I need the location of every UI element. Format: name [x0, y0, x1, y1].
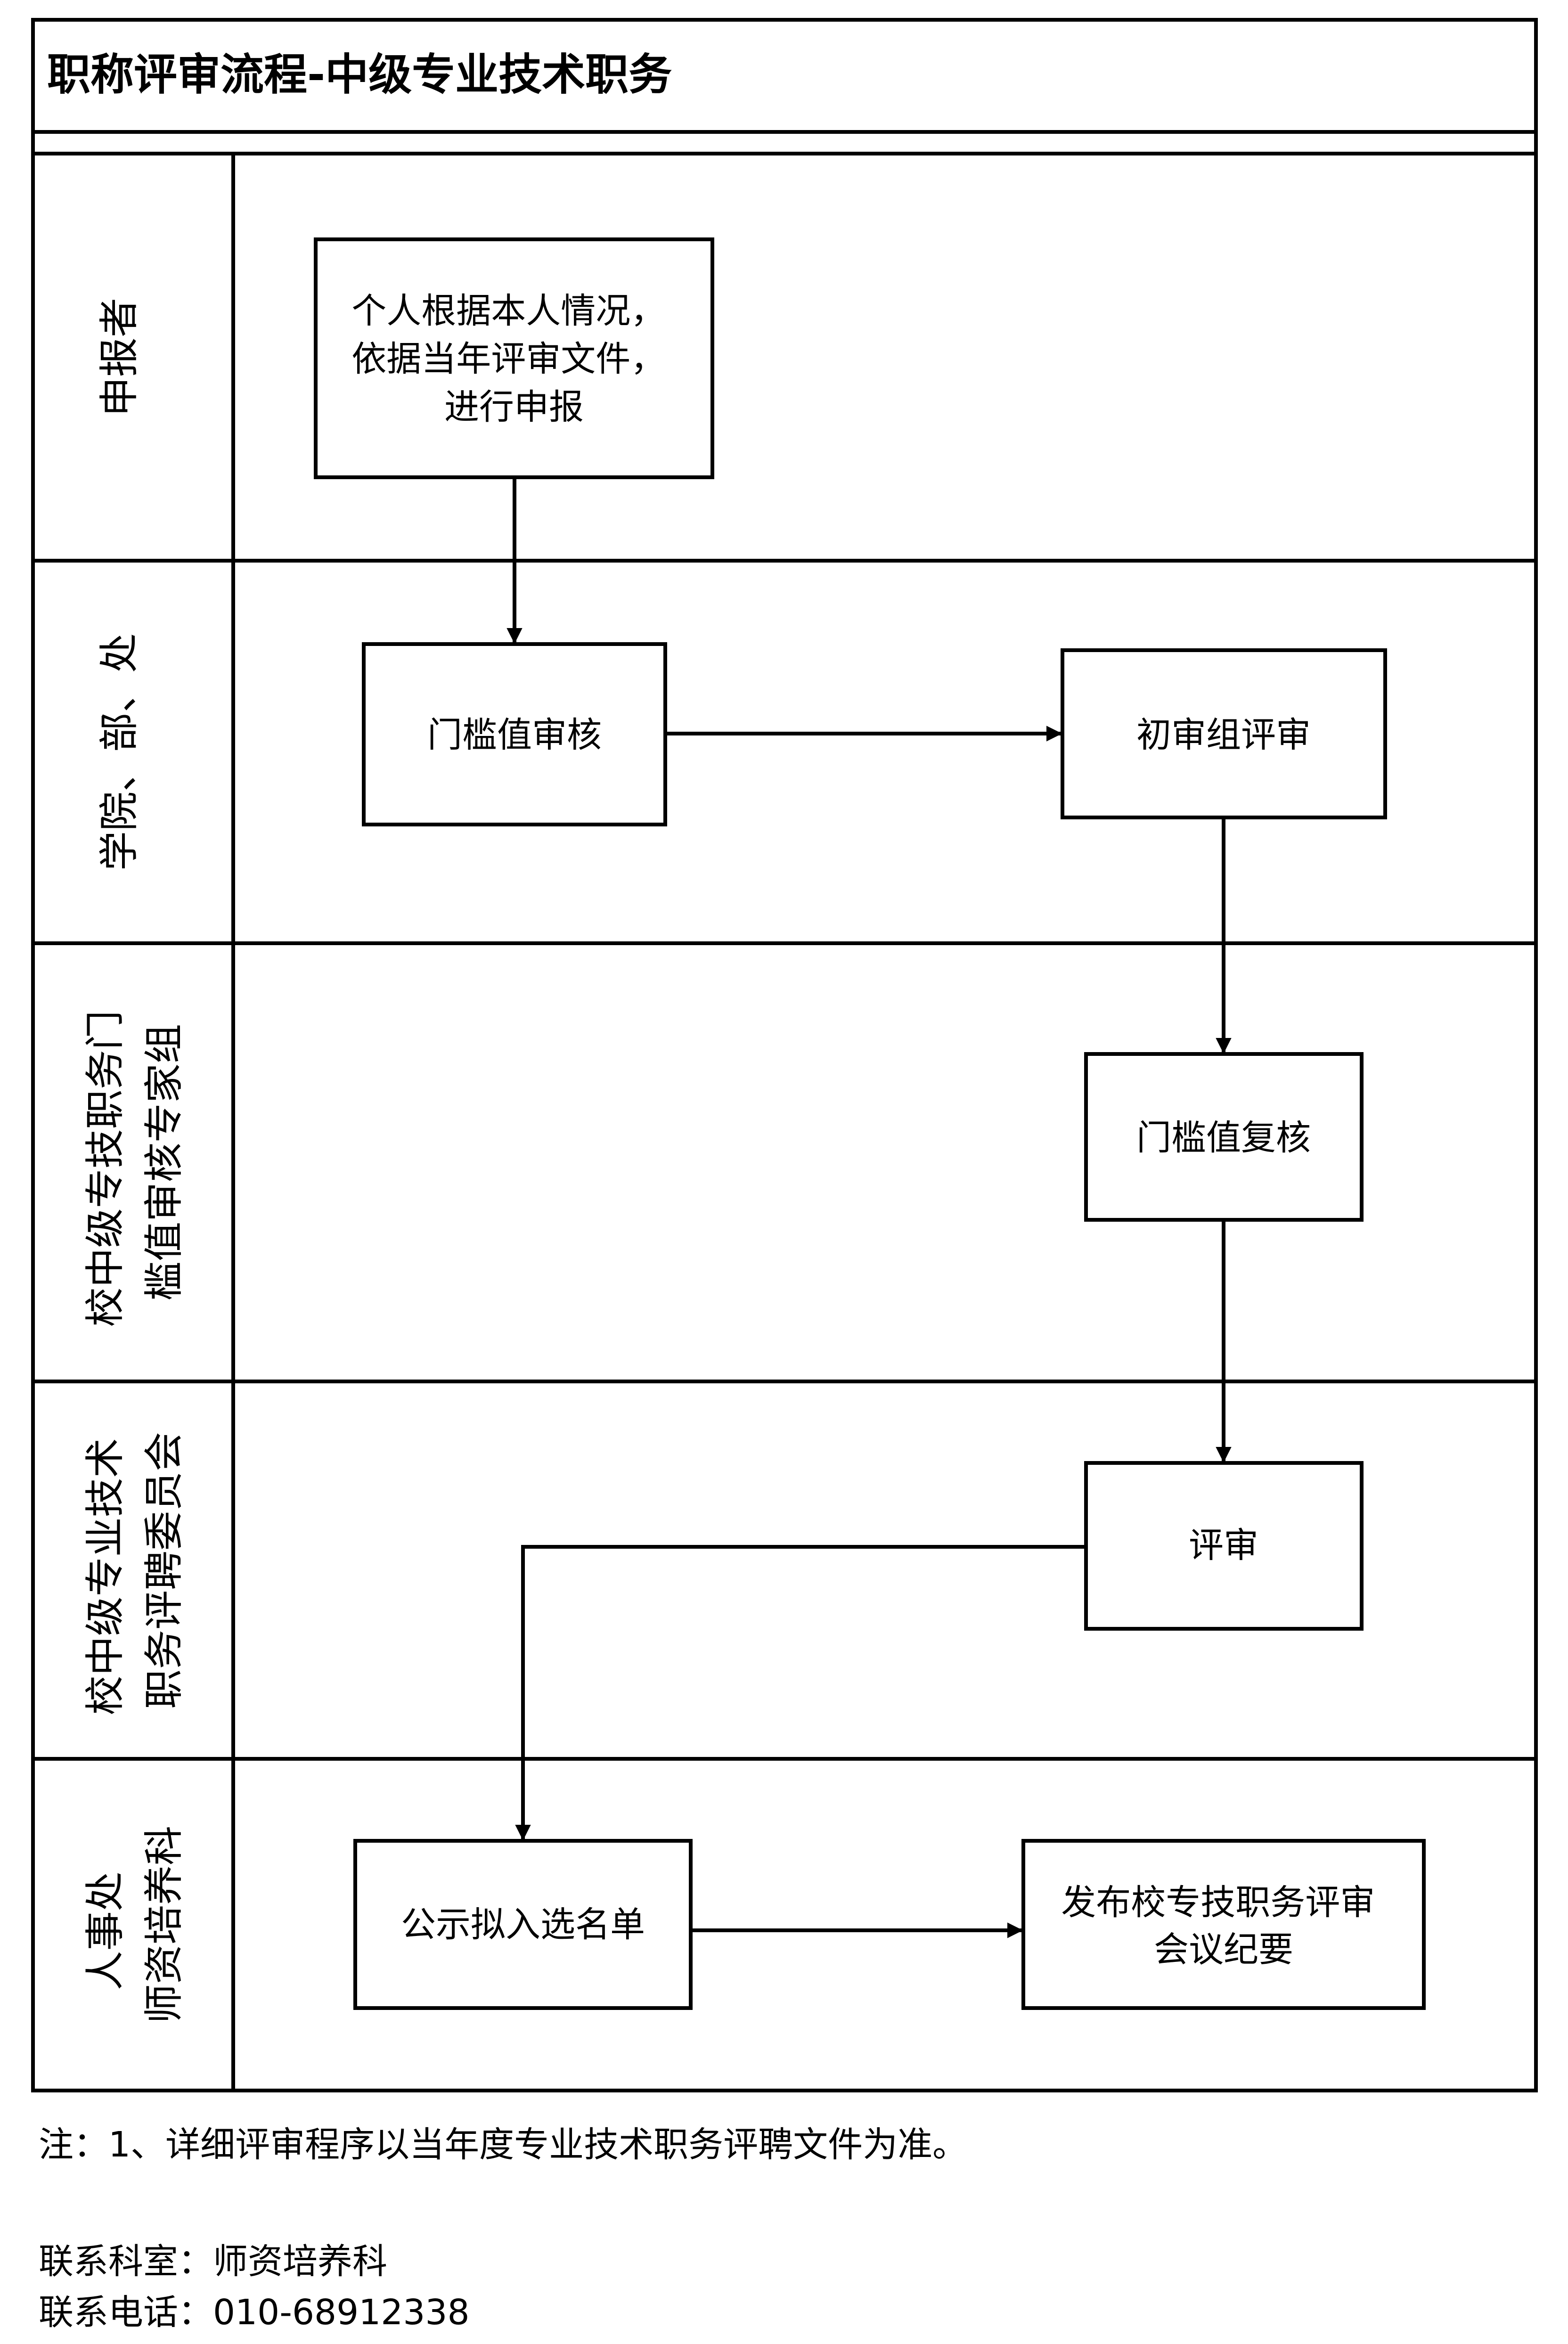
- lane-label-threshold-group: 校中级专技职务门 槛值审核专家组: [82, 998, 187, 1327]
- box-threshold-recheck-label: 门槛值复核: [1136, 1118, 1311, 1158]
- footer-contact-office: 联系科室：师资培养科: [39, 2241, 387, 2282]
- box-review: 评审: [1084, 1461, 1364, 1631]
- box-threshold-review-label: 门槛值审核: [427, 715, 602, 755]
- box-declare: 个人根据本人情况， 依据当年评审文件， 进行申报: [314, 237, 714, 479]
- arrow-review-to-publicize: [515, 1545, 1086, 1841]
- box-threshold-recheck: 门槛值复核: [1084, 1052, 1364, 1222]
- page-title: 职称评审流程-中级专业技术职务: [47, 49, 672, 100]
- box-publish-label: 发布校专技职务评审 会议纪要: [1061, 1882, 1386, 1970]
- box-publicize-label: 公示拟入选名单: [401, 1904, 645, 1945]
- box-publicize: 公示拟入选名单: [353, 1839, 693, 2010]
- footer-contact-phone: 联系电话：010-68912338: [39, 2292, 470, 2333]
- lane-label-hr: 人事处 师资培养科: [82, 1826, 187, 2024]
- box-initial-review-label: 初审组评审: [1136, 715, 1311, 755]
- box-initial-review: 初审组评审: [1061, 648, 1387, 819]
- box-threshold-review: 门槛值审核: [362, 642, 667, 826]
- outer-frame: [31, 18, 1538, 2092]
- box-review-label: 评审: [1189, 1525, 1258, 1566]
- lane-label-applicant: 申报者: [96, 298, 142, 417]
- box-declare-label: 个人根据本人情况， 依据当年评审文件， 进行申报: [351, 291, 677, 427]
- lane-label-committee: 校中级专业技术 职务评聘委员会: [82, 1426, 187, 1715]
- box-publish: 发布校专技职务评审 会议纪要: [1021, 1839, 1426, 2010]
- footer-note: 注：1、详细评审程序以当年度专业技术职务评聘文件为准。: [39, 2124, 968, 2165]
- lane-label-college: 学院、部、处: [96, 633, 142, 871]
